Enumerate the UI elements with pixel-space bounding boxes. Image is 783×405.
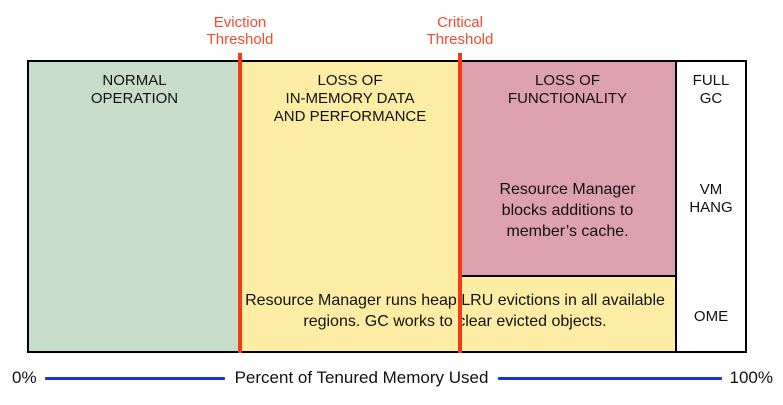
eviction-zone-note: Resource Manager runs heap LRU evictions… [245,290,665,332]
eviction-zone-label: LOSS OF IN-MEMORY DATA AND PERFORMANCE [273,72,427,125]
diagram-box: NORMAL OPERATION LOSS OF IN-MEMORY DATA … [27,60,747,353]
normal-operation-zone [29,62,240,351]
full-gc-label: FULL GC [692,72,730,107]
axis-min-label: 0% [12,368,37,387]
eviction-threshold-line [238,53,242,353]
axis-line-right [498,376,722,380]
axis-max-label: 100% [729,368,773,387]
axis-title: Percent of Tenured Memory Used [234,368,489,387]
critical-zone [460,62,675,277]
critical-threshold-line [458,53,462,353]
axis-line-left [44,376,225,380]
normal-operation-label: NORMAL OPERATION [90,72,179,107]
critical-threshold-label: Critical Threshold [426,14,494,48]
critical-zone-note: Resource Manager blocks additions to mem… [499,181,636,240]
ome-label: OME [693,308,729,325]
outcomes-column [675,62,745,351]
vm-hang-label: VM HANG [689,181,733,216]
eviction-threshold-label: Eviction Threshold [206,14,274,48]
x-axis: 0% Percent of Tenured Memory Used 100% [12,366,773,390]
critical-zone-label: LOSS OF FUNCTIONALITY [507,72,628,107]
